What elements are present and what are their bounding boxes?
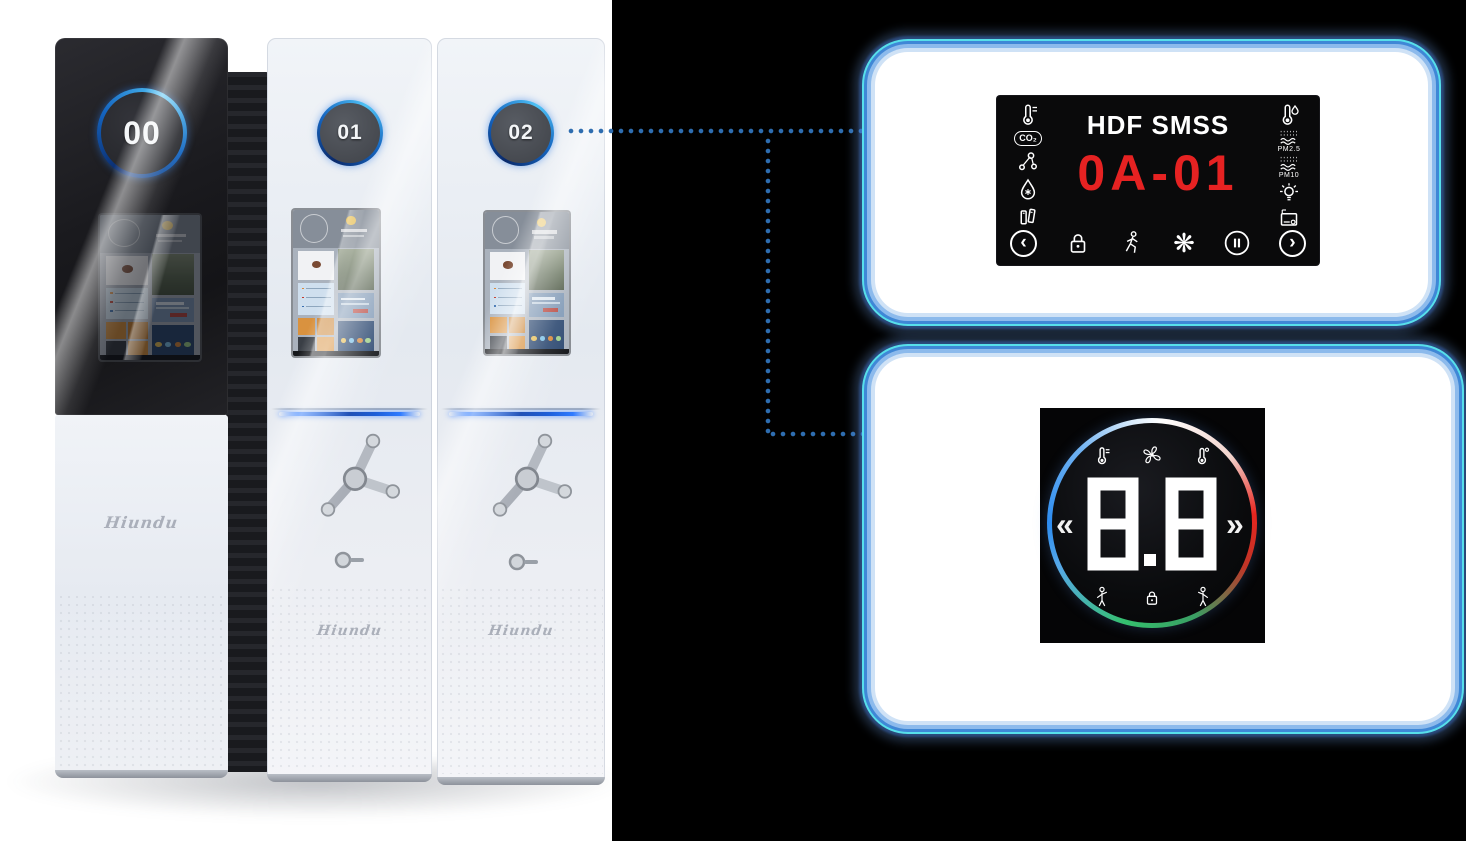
pm10-label: PM10: [1278, 172, 1300, 179]
tower-00-screen-glare: [100, 215, 200, 360]
tower-01-key-lock: [334, 551, 364, 569]
indoor-temperature-icon: [1023, 104, 1037, 125]
pm25-label: PM2.5: [1277, 146, 1301, 153]
tower-01-screen-glare: [293, 210, 379, 356]
next-icon: ›: [1278, 229, 1306, 257]
tower-02-vent-texture: [439, 586, 603, 774]
pm25-item: PM2.5: [1278, 129, 1301, 153]
person-mode-left-icon: [1096, 586, 1108, 607]
room-temperature-icon: [1197, 447, 1210, 465]
device-tower-00: 00: [55, 38, 228, 778]
seven-segment-digits: [1087, 477, 1217, 571]
humidity-thermometer-icon: [1282, 104, 1299, 125]
pm25-icon: [1280, 130, 1298, 145]
display-button-row: ‹ ❋: [1010, 226, 1306, 260]
tower-01-led-strip: [279, 412, 420, 416]
panel-display-icon: [1280, 209, 1298, 226]
tower-01-seam: [271, 408, 428, 410]
prev-icon: ‹: [1010, 229, 1037, 257]
connector-line-horizontal-bottom: [768, 431, 880, 437]
filter-cartridge-icon: [1020, 208, 1036, 225]
co2-icon: CO₂: [1014, 130, 1042, 146]
tower-02-brand-logo: Hiundu: [487, 623, 555, 639]
device-tower-02: 02: [437, 38, 605, 785]
tower-01-badge: 01: [317, 100, 383, 166]
dial-ring: [1047, 418, 1257, 628]
dial-value: 8.8: [1040, 408, 1041, 409]
control-display: HDF SMSS 0A-01 CO₂: [997, 96, 1319, 265]
display-unit-code: 0A-01: [1077, 145, 1239, 201]
connector-line-vertical: [765, 136, 771, 436]
humidify-drop-icon: [1020, 178, 1036, 200]
fan-icon: [1143, 446, 1161, 464]
tower-00-badge: 00: [97, 88, 187, 178]
tower-00-vent-texture: [57, 593, 226, 771]
tower-00-foot: [55, 770, 228, 778]
display-left-icons: CO₂: [1009, 103, 1047, 229]
tower-00-badge-label: 00: [101, 92, 183, 174]
tower-02-badge: 02: [488, 100, 554, 166]
person-mode-right-icon: [1197, 586, 1209, 607]
dial-decrease-icon: «: [1056, 506, 1074, 542]
fan-icon: ❋: [1173, 227, 1195, 258]
occupancy-icon: [1125, 231, 1138, 253]
display-title: HDF SMSS: [1086, 110, 1230, 140]
pm10-icon: [1280, 156, 1298, 171]
set-temperature-icon: [1097, 447, 1110, 465]
tower-00-touchscreen: [100, 215, 200, 360]
tower-02-robotic-handle: [492, 433, 572, 517]
tower-02-key-lock: [508, 553, 538, 571]
light-icon: [1280, 183, 1298, 201]
callout-dial-panel: 8.8 « »: [878, 360, 1448, 718]
tower-01-brand-logo: Hiundu: [315, 623, 384, 639]
tower-01-touchscreen: [293, 210, 379, 356]
dial-increase-icon: »: [1226, 506, 1244, 542]
tower-00-brand-logo: Hiundu: [103, 513, 180, 532]
lock-icon: [1146, 591, 1158, 605]
tower-01-vent-texture: [269, 586, 430, 772]
tower-02-screen-glare: [485, 212, 569, 354]
tower-02-foot: [437, 777, 605, 785]
pause-icon: [1224, 230, 1250, 256]
display-right-icons: PM2.5 PM10: [1269, 103, 1309, 231]
connector-line-horizontal-top: [566, 128, 876, 134]
pm10-item: PM10: [1278, 155, 1300, 179]
tower-02-badge-label: 02: [491, 103, 551, 163]
server-rack-side: [226, 72, 270, 772]
tower-01-foot: [267, 774, 432, 782]
device-tower-01: 01: [267, 38, 432, 782]
tower-00-glass-front: 00: [55, 38, 228, 415]
tower-00-base: Hiundu: [55, 415, 228, 778]
tower-01-robotic-handle: [320, 433, 400, 517]
tower-02-led-strip: [449, 412, 593, 416]
tower-02-touchscreen: [485, 212, 569, 354]
callout-control-panel: HDF SMSS 0A-01 CO₂: [878, 55, 1425, 310]
tower-02-seam: [441, 408, 601, 410]
dial-display: 8.8 « »: [1040, 408, 1265, 643]
tvoc-molecule-icon: [1019, 151, 1037, 170]
tower-01-badge-label: 01: [320, 103, 380, 163]
child-lock-icon: [1070, 234, 1086, 253]
